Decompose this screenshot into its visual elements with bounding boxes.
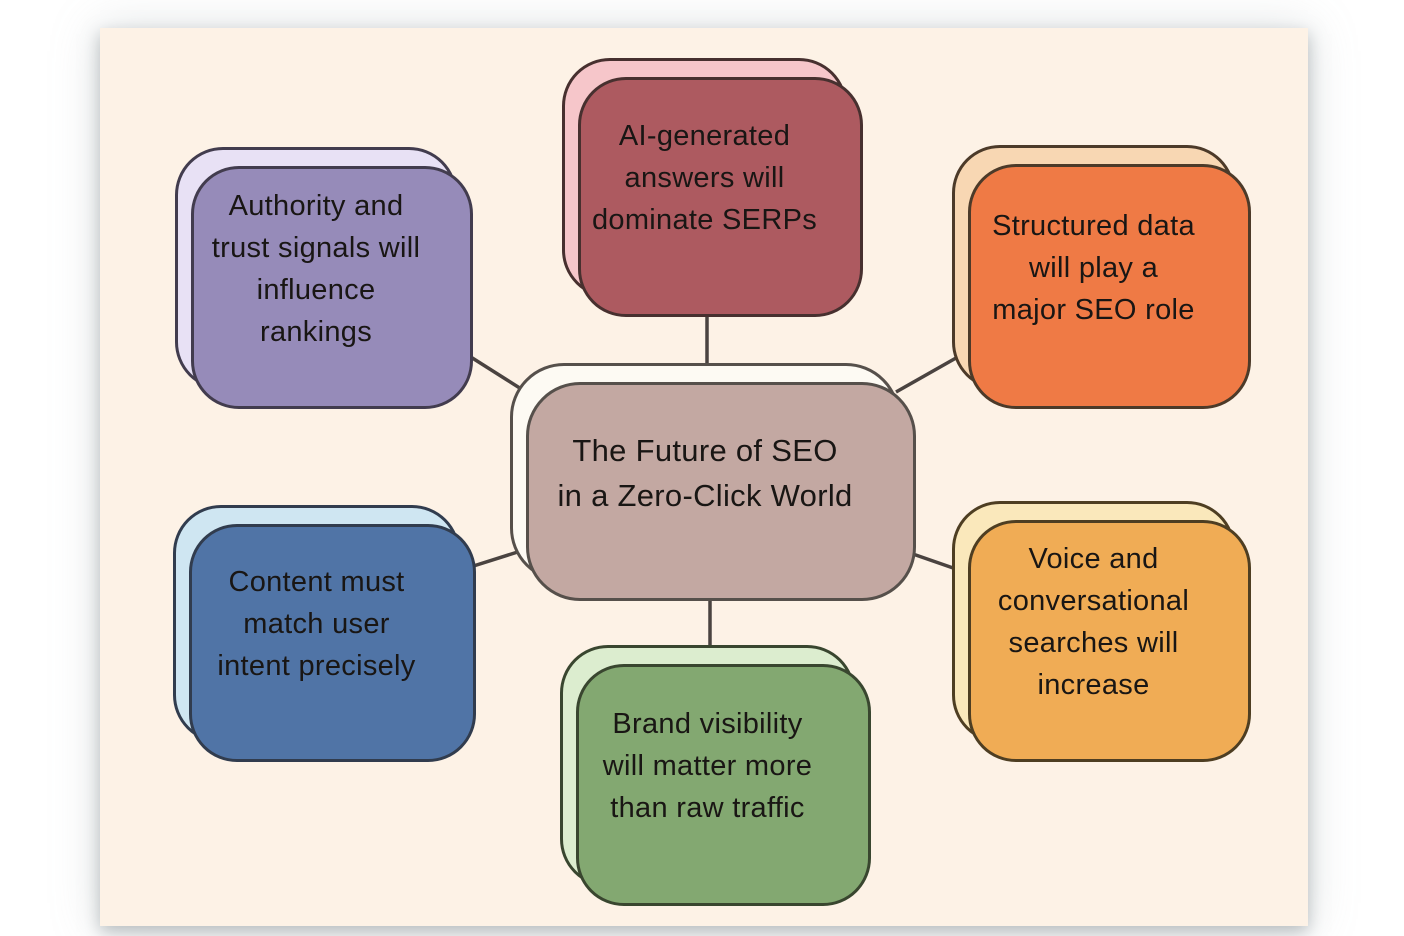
content-intent-label: Content must match user intent precisely (217, 566, 416, 682)
node-voice-search: Voice and conversational searches will i… (952, 501, 1235, 743)
brand-visibility-label: Brand visibility will matter more than r… (602, 708, 813, 824)
node-brand-visibility: Brand visibility will matter more than r… (560, 645, 855, 887)
structured-data-label: Structured data will play a major SEO ro… (992, 209, 1195, 326)
node-central-topic: The Future of SEO in a Zero-Click World (510, 363, 900, 582)
node-content-intent: Content must match user intent precisely (173, 505, 460, 743)
node-ai-answers: AI-generated answers will dominate SERPs (562, 58, 847, 298)
authority-trust-label: Authority and trust signals will influen… (211, 189, 421, 348)
node-authority-trust: Authority and trust signals will influen… (175, 147, 457, 390)
node-structured-data: Structured data will play a major SEO ro… (952, 145, 1235, 390)
voice-search-label: Voice and conversational searches will i… (997, 543, 1190, 701)
ai-answers-label: AI-generated answers will dominate SERPs (591, 120, 818, 236)
central-topic-label: The Future of SEO in a Zero-Click World (557, 432, 853, 513)
